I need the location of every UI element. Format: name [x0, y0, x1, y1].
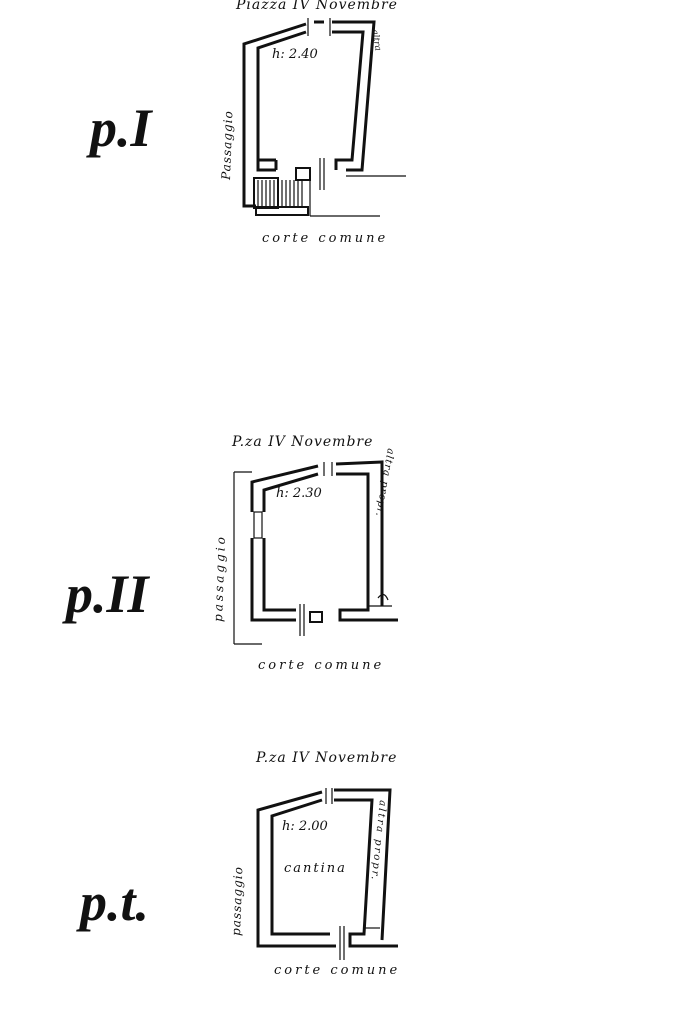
ceiling-height-label: h: 2.40: [272, 47, 318, 62]
left-side-label: passaggio: [229, 866, 245, 936]
floor-label: p.t.: [76, 872, 149, 932]
floor-label: p.I: [86, 98, 154, 158]
room-walls: [242, 18, 376, 208]
bottom-label: corte comune: [274, 963, 400, 978]
left-side-label: passaggio: [211, 534, 228, 622]
staircase: [253, 175, 406, 217]
window: [253, 511, 263, 539]
floor-plan-p1: p.I Piazza IV Novembre h: 2.40 Passaggio…: [86, 0, 406, 246]
room-walls: [256, 788, 398, 960]
floor-label: p.II: [62, 564, 151, 624]
ceiling-height-label: h: 2.30: [276, 486, 322, 501]
room-walls: [233, 460, 398, 645]
window: [295, 167, 311, 181]
left-side-label: Passaggio: [219, 110, 235, 181]
street-label: P.za IV Novembre: [255, 750, 397, 766]
ceiling-height-label: h: 2.00: [282, 819, 328, 834]
window: [309, 611, 323, 623]
floor-plan-pt: p.t. P.za IV Novembre h: 2.00 cantina pa…: [76, 750, 400, 978]
street-label: P.za IV Novembre: [231, 434, 373, 450]
street-label: Piazza IV Novembre: [235, 0, 398, 13]
bottom-label: corte comune: [262, 231, 388, 246]
floor-plan-p2: p.II P.za IV Novembre h: 2.30 passaggio …: [62, 434, 398, 673]
bottom-label: corte comune: [258, 658, 384, 673]
room-name-label: cantina: [284, 861, 347, 876]
right-side-label: altra propr.: [373, 447, 396, 517]
